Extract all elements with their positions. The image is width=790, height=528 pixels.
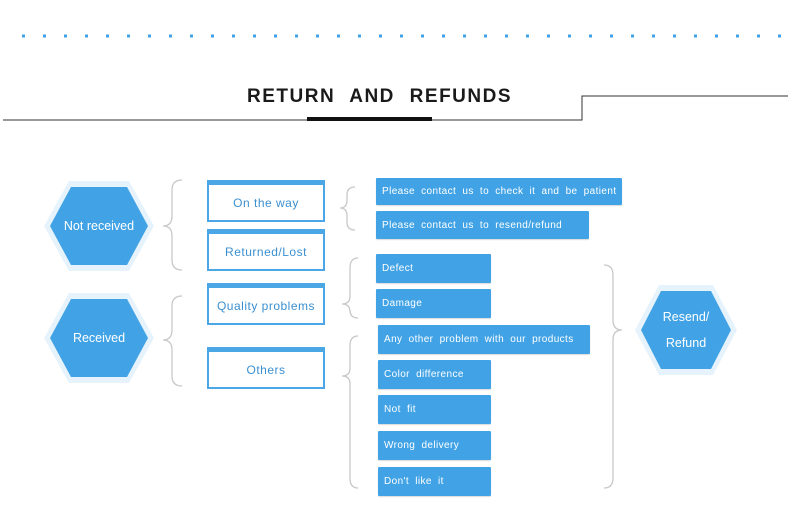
category-on-the-way: On the way bbox=[207, 180, 325, 222]
resend-refund-label: Resend/ Refund bbox=[640, 304, 732, 356]
other-item-dont-like-it: Don't like it bbox=[378, 467, 491, 496]
other-item-any-problem: Any other problem with our products bbox=[378, 325, 590, 354]
dashed-divider bbox=[22, 34, 790, 38]
not-received-hexagon bbox=[44, 181, 154, 271]
other-item-wrong-delivery: Wrong delivery bbox=[378, 431, 491, 460]
other-item-color-difference: Color difference bbox=[378, 360, 491, 389]
action-resend: Please contact us to resend/refund bbox=[376, 211, 589, 239]
resend-label: Resend/ bbox=[662, 310, 710, 324]
quality-item-damage: Damage bbox=[376, 289, 491, 318]
category-others: Others bbox=[207, 347, 325, 389]
title-rule bbox=[3, 95, 788, 121]
refund-label: Refund bbox=[665, 336, 707, 350]
action-check: Please contact us to check it and be pat… bbox=[376, 178, 622, 205]
page-title: RETURN AND REFUNDS bbox=[247, 86, 513, 107]
received-hexagon bbox=[44, 293, 154, 383]
not-received-label: Not received bbox=[63, 219, 135, 233]
quality-item-defect: Defect bbox=[376, 254, 491, 283]
category-quality-problems: Quality problems bbox=[207, 283, 325, 325]
category-returned-lost: Returned/Lost bbox=[207, 229, 325, 271]
resend-refund-hexagon bbox=[635, 285, 737, 375]
other-item-not-fit: Not fit bbox=[378, 395, 491, 424]
received-label: Received bbox=[72, 331, 126, 345]
